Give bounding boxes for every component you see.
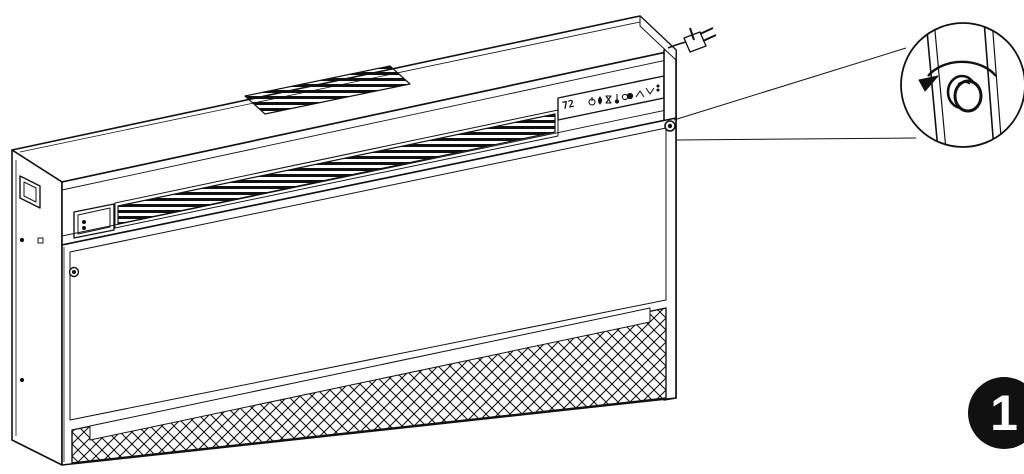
left-access-panel (73, 203, 115, 239)
control-buttons (588, 84, 660, 106)
up-arrow-icon (635, 90, 645, 98)
step-number-badge: 1 (968, 377, 1024, 449)
rotate-arrow-icon (918, 60, 997, 92)
detail-magnifier (900, 22, 1024, 148)
temperature-display: 72 (561, 99, 575, 112)
left-side-panel (11, 149, 63, 466)
callout-line-top (673, 47, 907, 121)
lower-decor-grille (71, 307, 667, 464)
top-vent-grille (244, 65, 411, 115)
flame-icon (597, 96, 603, 105)
power-plug (667, 27, 717, 53)
temperature-icon (614, 94, 620, 104)
timer-icon (605, 95, 612, 104)
callout-line-bottom (675, 137, 917, 141)
detail-knob (946, 74, 983, 113)
heat-icon (621, 92, 634, 101)
down-arrow-icon (645, 87, 655, 95)
power-icon (588, 97, 596, 106)
front-vent-slot (117, 113, 556, 225)
top-surface (11, 15, 677, 183)
